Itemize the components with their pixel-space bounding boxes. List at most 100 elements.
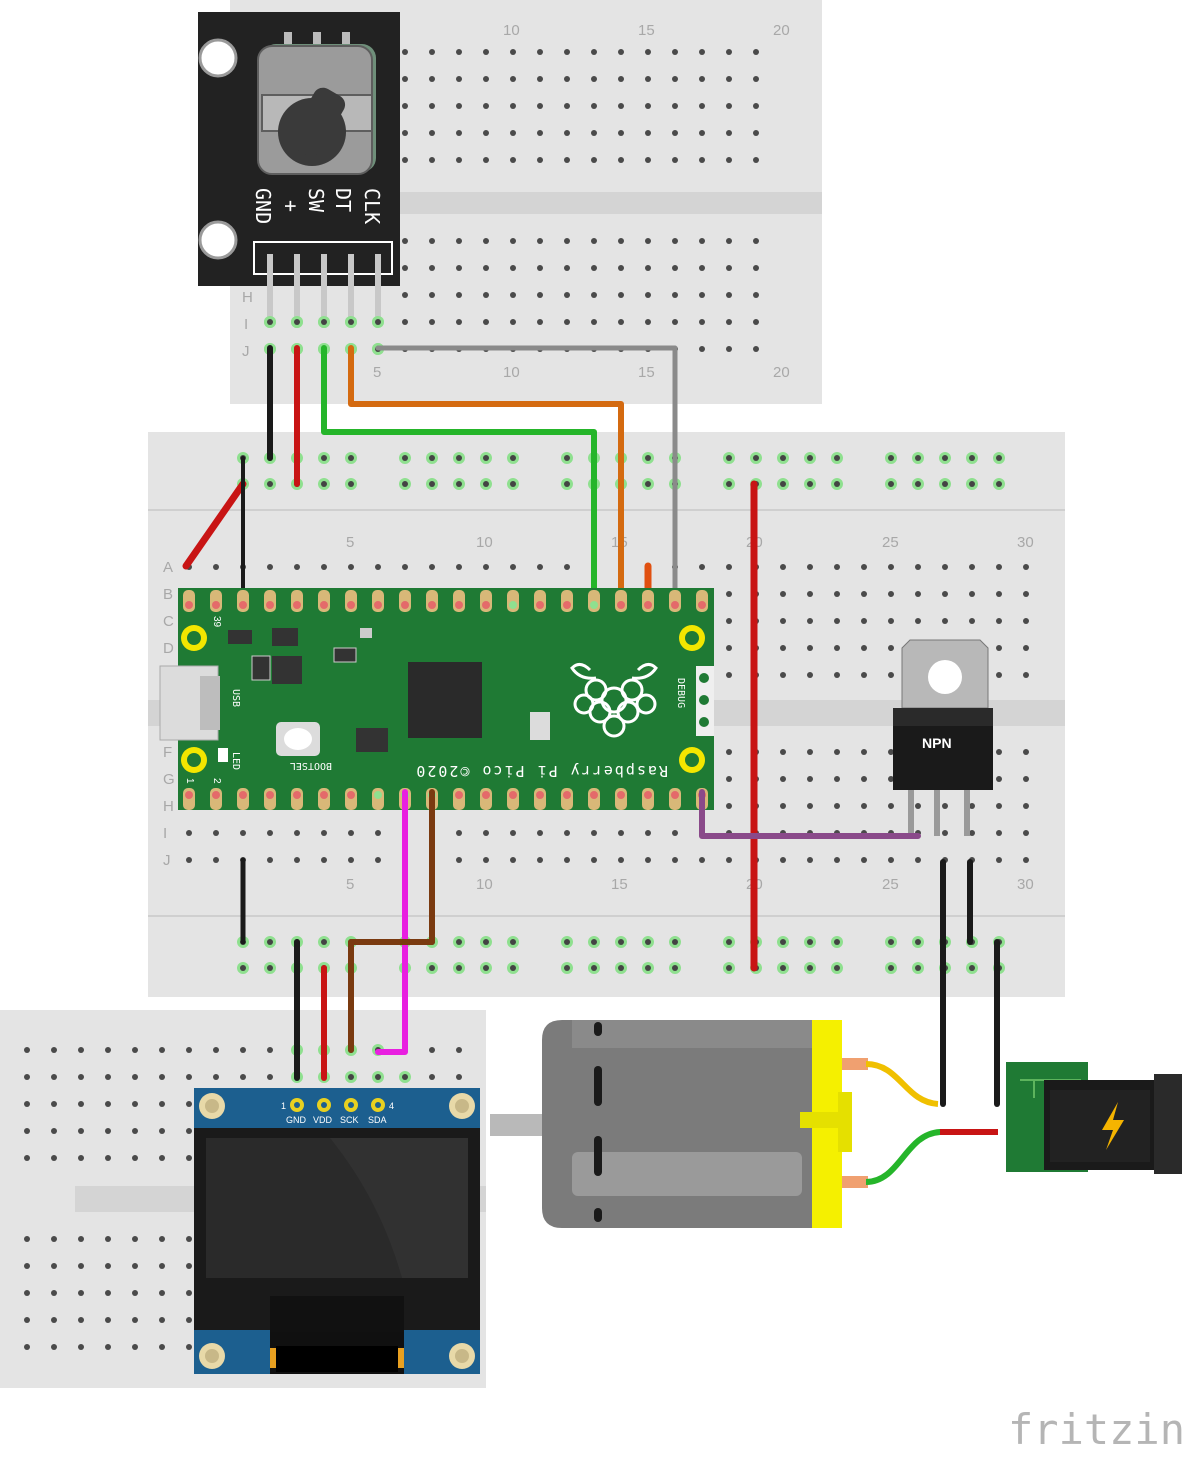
breadboard-hole[interactable]: [834, 618, 840, 624]
breadboard-hole[interactable]: [456, 830, 462, 836]
breadboard-hole[interactable]: [645, 830, 651, 836]
breadboard-hole[interactable]: [78, 1155, 84, 1161]
breadboard-hole[interactable]: [510, 292, 516, 298]
breadboard-hole[interactable]: [645, 49, 651, 55]
breadboard-hole[interactable]: [591, 49, 597, 55]
breadboard-hole[interactable]: [564, 857, 570, 863]
breadboard-hole[interactable]: [537, 319, 543, 325]
breadboard-hole[interactable]: [213, 857, 219, 863]
breadboard-hole[interactable]: [726, 803, 732, 809]
breadboard-hole[interactable]: [618, 157, 624, 163]
breadboard-hole[interactable]: [726, 618, 732, 624]
breadboard-hole[interactable]: [132, 1155, 138, 1161]
breadboard-hole[interactable]: [699, 857, 705, 863]
breadboard-hole[interactable]: [1023, 564, 1029, 570]
breadboard-hole[interactable]: [375, 857, 381, 863]
breadboard-hole[interactable]: [456, 238, 462, 244]
breadboard-hole[interactable]: [537, 157, 543, 163]
breadboard-hole[interactable]: [780, 749, 786, 755]
breadboard-hole[interactable]: [861, 857, 867, 863]
breadboard-hole[interactable]: [753, 130, 759, 136]
breadboard-hole[interactable]: [780, 645, 786, 651]
breadboard-hole[interactable]: [1023, 776, 1029, 782]
breadboard-hole[interactable]: [969, 803, 975, 809]
breadboard-hole[interactable]: [726, 292, 732, 298]
breadboard-hole[interactable]: [267, 1047, 273, 1053]
breadboard-hole[interactable]: [807, 749, 813, 755]
breadboard-hole[interactable]: [186, 1236, 192, 1242]
breadboard-hole[interactable]: [456, 130, 462, 136]
breadboard-hole[interactable]: [591, 830, 597, 836]
breadboard-hole[interactable]: [78, 1290, 84, 1296]
breadboard-hole[interactable]: [186, 857, 192, 863]
breadboard-hole[interactable]: [699, 265, 705, 271]
breadboard-hole[interactable]: [807, 645, 813, 651]
breadboard-hole[interactable]: [159, 1155, 165, 1161]
breadboard-hole[interactable]: [942, 803, 948, 809]
breadboard-hole[interactable]: [888, 591, 894, 597]
breadboard-hole[interactable]: [915, 564, 921, 570]
breadboard-hole[interactable]: [861, 749, 867, 755]
breadboard-hole[interactable]: [24, 1101, 30, 1107]
breadboard-hole[interactable]: [132, 1074, 138, 1080]
breadboard-hole[interactable]: [645, 238, 651, 244]
breadboard-hole[interactable]: [969, 618, 975, 624]
breadboard-hole[interactable]: [753, 157, 759, 163]
breadboard-hole[interactable]: [1023, 645, 1029, 651]
breadboard-hole[interactable]: [672, 49, 678, 55]
breadboard-hole[interactable]: [618, 130, 624, 136]
breadboard-hole[interactable]: [348, 857, 354, 863]
breadboard-hole[interactable]: [213, 564, 219, 570]
breadboard-hole[interactable]: [807, 776, 813, 782]
breadboard-hole[interactable]: [564, 830, 570, 836]
breadboard-hole[interactable]: [564, 265, 570, 271]
breadboard-hole[interactable]: [24, 1344, 30, 1350]
breadboard-hole[interactable]: [726, 76, 732, 82]
breadboard-hole[interactable]: [942, 564, 948, 570]
breadboard-hole[interactable]: [402, 265, 408, 271]
breadboard-hole[interactable]: [645, 319, 651, 325]
breadboard-hole[interactable]: [483, 49, 489, 55]
breadboard-hole[interactable]: [699, 292, 705, 298]
breadboard-hole[interactable]: [456, 265, 462, 271]
breadboard-hole[interactable]: [483, 238, 489, 244]
breadboard-hole[interactable]: [726, 749, 732, 755]
breadboard-hole[interactable]: [429, 76, 435, 82]
breadboard-hole[interactable]: [888, 803, 894, 809]
breadboard-hole[interactable]: [105, 1344, 111, 1350]
breadboard-hole[interactable]: [942, 830, 948, 836]
breadboard-hole[interactable]: [780, 857, 786, 863]
breadboard-hole[interactable]: [780, 776, 786, 782]
breadboard-hole[interactable]: [699, 564, 705, 570]
breadboard-hole[interactable]: [132, 1317, 138, 1323]
breadboard-hole[interactable]: [213, 830, 219, 836]
breadboard-hole[interactable]: [105, 1236, 111, 1242]
breadboard-hole[interactable]: [861, 672, 867, 678]
breadboard-hole[interactable]: [402, 49, 408, 55]
breadboard-hole[interactable]: [780, 618, 786, 624]
breadboard-hole[interactable]: [753, 76, 759, 82]
breadboard-hole[interactable]: [510, 830, 516, 836]
breadboard-hole[interactable]: [402, 157, 408, 163]
breadboard-hole[interactable]: [402, 130, 408, 136]
breadboard-hole[interactable]: [240, 1074, 246, 1080]
breadboard-hole[interactable]: [429, 1047, 435, 1053]
breadboard-hole[interactable]: [537, 238, 543, 244]
breadboard-hole[interactable]: [1023, 803, 1029, 809]
breadboard-hole[interactable]: [888, 857, 894, 863]
breadboard-hole[interactable]: [186, 1290, 192, 1296]
breadboard-hole[interactable]: [942, 591, 948, 597]
breadboard-hole[interactable]: [618, 103, 624, 109]
breadboard-hole[interactable]: [996, 645, 1002, 651]
breadboard-hole[interactable]: [672, 76, 678, 82]
breadboard-hole[interactable]: [402, 292, 408, 298]
breadboard-hole[interactable]: [375, 564, 381, 570]
breadboard-hole[interactable]: [51, 1344, 57, 1350]
breadboard-hole[interactable]: [618, 238, 624, 244]
breadboard-hole[interactable]: [456, 103, 462, 109]
breadboard-hole[interactable]: [807, 803, 813, 809]
breadboard-hole[interactable]: [915, 591, 921, 597]
breadboard-hole[interactable]: [537, 564, 543, 570]
breadboard-hole[interactable]: [888, 564, 894, 570]
breadboard-hole[interactable]: [294, 857, 300, 863]
